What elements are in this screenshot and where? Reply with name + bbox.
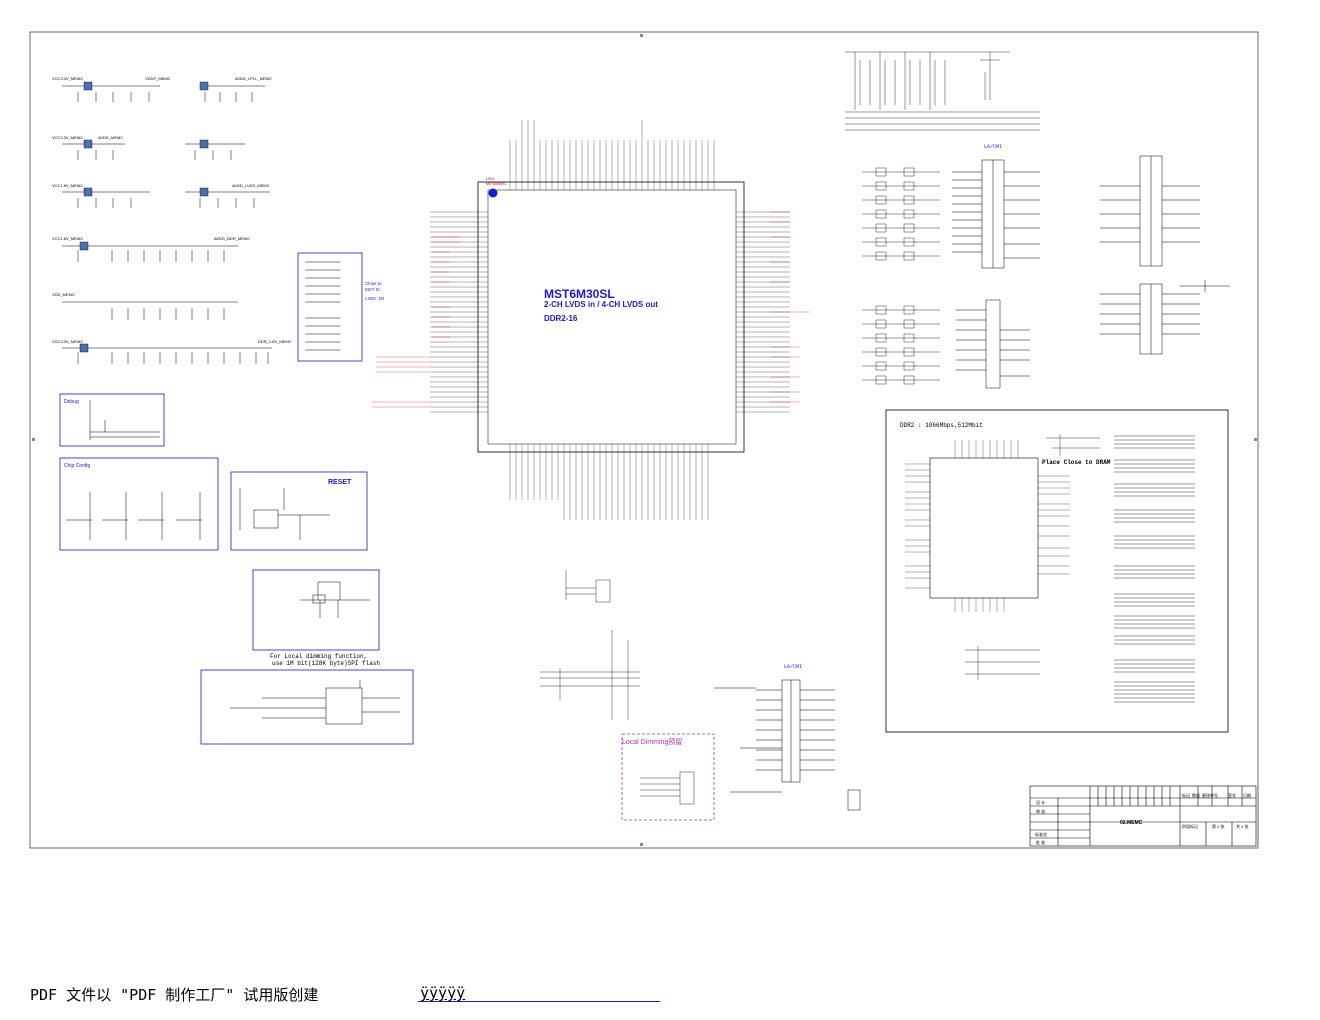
chip-ref: U301 [486, 177, 494, 181]
tb-total: 共 4 张 [1236, 823, 1248, 829]
tb-page: 第 2 张 [1212, 823, 1224, 829]
supply-mid-2: AVDD_LPLL_MEMC [235, 76, 272, 81]
tb-row-4: 批 准 [1036, 839, 1045, 845]
top-resistors [845, 51, 1040, 131]
local-dimming-box [621, 733, 715, 821]
chip-part: MST6M30SL [486, 182, 506, 186]
chip-pins-bottom [509, 444, 709, 520]
ferrite-beads [79, 81, 209, 353]
chip-name: MST6M30SL [544, 287, 615, 301]
bottom-center-circuit [540, 570, 640, 720]
tb-stage: 阶段标记 [1182, 823, 1198, 829]
local-dimming-title: Local Dimming预留 [622, 737, 682, 746]
chip-pins-left [430, 211, 488, 413]
chip-config-title: Chip Config [64, 463, 90, 469]
ddr2-box [885, 409, 1229, 733]
supply-mid-4: AVDD_LVDS_MEMC [232, 183, 270, 188]
supply-left-6: VCC3.3V_MEMC [52, 339, 83, 344]
far-right-connectors [1100, 155, 1230, 355]
tb-row-3: 标准化 [1035, 831, 1047, 837]
chip-pins-top [509, 120, 715, 190]
lvds-in-box [297, 252, 363, 362]
tb-row-2: 审 核 [1036, 808, 1045, 814]
flash-note-1: For Local dimming function, [270, 653, 367, 660]
ddr-rpacks [1114, 435, 1195, 703]
spi-flash-box [200, 669, 414, 745]
supply-mid-6: DDR_1.8V_MEMC [258, 339, 292, 344]
svg-text:MST IC: MST IC [365, 287, 381, 292]
ddr2-title: DDR2 : 1066Mbps,512Mbit [900, 422, 983, 429]
chip-config-box [59, 457, 219, 551]
footer-text: PDF 文件以 "PDF 制作工厂" 试用版创建 [30, 986, 319, 1004]
tb-h-1: 标记 [1182, 792, 1190, 798]
supply-left-1: VCC3.3V_MEMC [52, 76, 83, 81]
footer-link[interactable]: ÿÿÿÿÿ [420, 984, 466, 1002]
supply-left-5: VDD_MEMC [52, 292, 75, 297]
debug-title: Debug [64, 399, 79, 405]
supply-labels: VCC3.3V_MEMC VCC3.3V_MEMC VCC1.8V_MEMC V… [52, 76, 292, 344]
reset-title: RESET [328, 479, 352, 486]
debug-box [59, 393, 165, 447]
supply-left-2: VCC3.3V_MEMC [52, 135, 83, 140]
tb-h-3: 更改单号 [1202, 792, 1218, 798]
lvds-connectors [952, 159, 1040, 389]
supply-mid-5: AVDD_DDR_MEMC [214, 236, 250, 241]
flash-note-2: use 1M bit(128K byte)SPI flash [272, 660, 380, 667]
lvds-conn-a-label: LG/CMI [984, 144, 1002, 150]
supply-mid-1: VDDP_MEMC [145, 76, 171, 81]
tb-h-4: 签名 [1228, 792, 1236, 798]
lvds-conn-b-label: LG/CMI [784, 664, 802, 670]
rpack-lower [862, 305, 940, 385]
chip-subtitle-2: DDR2-16 [544, 314, 578, 323]
place-close-note: Place Close to DRAM [1042, 459, 1111, 466]
close-to-mst: Close to [365, 281, 382, 286]
lvds-in-label: LVDS IN [365, 296, 384, 302]
decoupling-group [62, 85, 272, 364]
chip-pins-right [736, 211, 790, 413]
rpack-upper [862, 167, 940, 261]
tb-h-5: 日期 [1243, 792, 1251, 798]
tb-row-1: 设 计 [1036, 799, 1045, 805]
supply-left-3: VCC1.8V_MEMC [52, 183, 83, 188]
lower-lvds-connector [714, 679, 861, 811]
frame-markers [32, 34, 1257, 846]
chip-subtitle-1: 2-CH LVDS in / 4-CH LVDS out [544, 300, 658, 309]
ddr-chip [905, 440, 1070, 612]
main-chip: U301 MST6M30SL MST6M30SL 2-CH LVDS in / … [477, 177, 745, 453]
flash-crystal-box [252, 569, 380, 651]
supply-left-4: VCC1.8V_MEMC [52, 236, 83, 241]
net-labels [372, 211, 810, 408]
title-block [1029, 785, 1257, 847]
sheet-border [29, 31, 1259, 849]
reset-box [230, 471, 368, 551]
footer-underline [418, 1001, 660, 1002]
supply-mid-3: AVDD_MEMC [98, 135, 123, 140]
tb-h-2: 数量 [1192, 792, 1200, 798]
tb-name: 02.MEMC [1120, 820, 1143, 826]
